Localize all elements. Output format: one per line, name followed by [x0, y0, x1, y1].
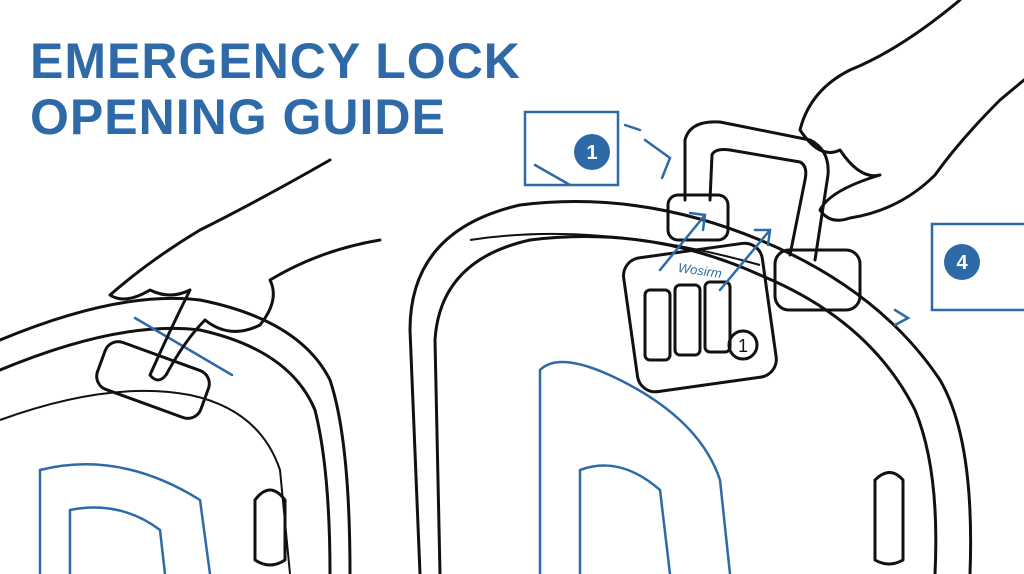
- dial-3: [703, 280, 732, 354]
- lock-brand-text: Wosirm: [677, 260, 723, 281]
- dial-2: [673, 283, 702, 357]
- callout-label-4: 4: [956, 252, 968, 274]
- title-line-2: OPENING GUIDE: [30, 89, 446, 145]
- callout-label-1: 1: [586, 142, 597, 164]
- info-badge-icon: [574, 134, 610, 170]
- keyhole-label: 1: [738, 336, 748, 356]
- left-suitcase: [0, 296, 352, 574]
- combination-padlock: Wosirm 1: [622, 241, 778, 394]
- step-badge-icon: [944, 244, 980, 280]
- handle: [683, 120, 830, 262]
- right-hand: [798, 0, 1024, 222]
- callout-box-1: [523, 110, 620, 187]
- callout-box-4: [930, 222, 1024, 312]
- release-button: [95, 340, 211, 420]
- dial-1: [643, 288, 672, 362]
- right-suitcase: [408, 200, 973, 574]
- zipper-pull-icon: [253, 488, 287, 567]
- title-line-1: EMERGENCY LOCK: [30, 33, 521, 89]
- left-hand: [108, 158, 382, 382]
- zipper-pull-icon: [873, 471, 905, 566]
